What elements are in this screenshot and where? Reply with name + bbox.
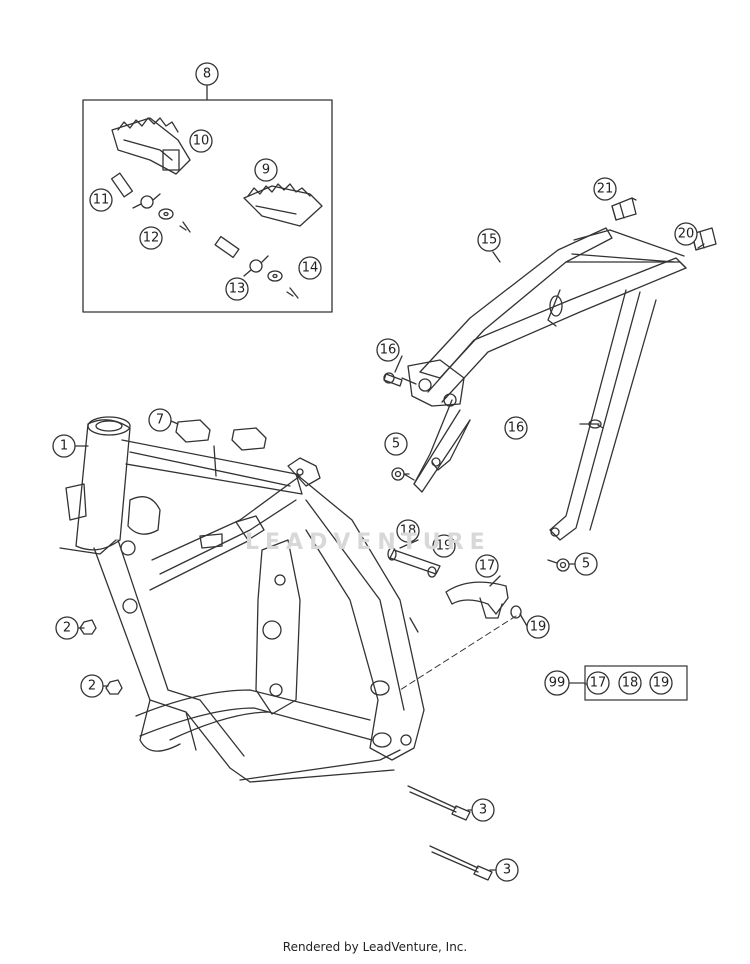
main-frame bbox=[59, 416, 425, 783]
washer bbox=[158, 208, 283, 282]
footpeg-right bbox=[243, 183, 323, 227]
callout-17: 17 bbox=[479, 559, 496, 574]
callout-16a: 16 bbox=[380, 343, 397, 358]
callout-5a: 5 bbox=[392, 437, 400, 452]
callout-19b: 19 bbox=[530, 620, 547, 635]
legend-17: 17 bbox=[590, 676, 607, 691]
callout-8: 8 bbox=[203, 67, 211, 82]
callout-3a: 3 bbox=[479, 803, 487, 818]
callout-21: 21 bbox=[597, 182, 614, 197]
callout-13: 13 bbox=[229, 282, 246, 297]
pin-11 bbox=[110, 172, 134, 198]
legend-99: 99 bbox=[549, 676, 566, 691]
callout-18: 18 bbox=[400, 524, 417, 539]
watermark: LEADVENTURE bbox=[245, 530, 491, 555]
bolt-3 bbox=[407, 785, 493, 881]
callout-12: 12 bbox=[143, 231, 160, 246]
spring bbox=[132, 193, 269, 277]
screw-5 bbox=[391, 467, 570, 572]
chain-slider bbox=[445, 581, 509, 619]
split-pin bbox=[179, 221, 299, 299]
pin-11b bbox=[214, 235, 240, 259]
callout-3b: 3 bbox=[503, 863, 511, 878]
subframe bbox=[407, 227, 687, 541]
callout-9: 9 bbox=[262, 163, 270, 178]
callout-1: 1 bbox=[60, 439, 68, 454]
footer-credit: Rendered by LeadVenture, Inc. bbox=[282, 940, 468, 954]
callout-2a: 2 bbox=[63, 621, 71, 636]
hidden-line bbox=[399, 615, 517, 691]
callout-5b: 5 bbox=[582, 557, 590, 572]
legend-18: 18 bbox=[622, 676, 639, 691]
callout-7: 7 bbox=[156, 413, 164, 428]
callout-2b: 2 bbox=[88, 679, 96, 694]
legend-19: 19 bbox=[653, 676, 670, 691]
rubber-cap bbox=[611, 197, 717, 251]
callout-11: 11 bbox=[93, 193, 110, 208]
leader-lines bbox=[74, 197, 705, 871]
callout-20: 20 bbox=[678, 227, 695, 242]
callout-14: 14 bbox=[302, 261, 319, 276]
callout-16b: 16 bbox=[508, 421, 525, 436]
footpeg-left bbox=[111, 117, 191, 175]
callout-10: 10 bbox=[193, 134, 210, 149]
callout-circles bbox=[52, 62, 698, 882]
callout-19a: 19 bbox=[436, 539, 453, 554]
frame-protector bbox=[175, 419, 267, 451]
washer-19 bbox=[427, 566, 522, 619]
screw-16 bbox=[383, 372, 602, 429]
callout-15: 15 bbox=[481, 233, 498, 248]
